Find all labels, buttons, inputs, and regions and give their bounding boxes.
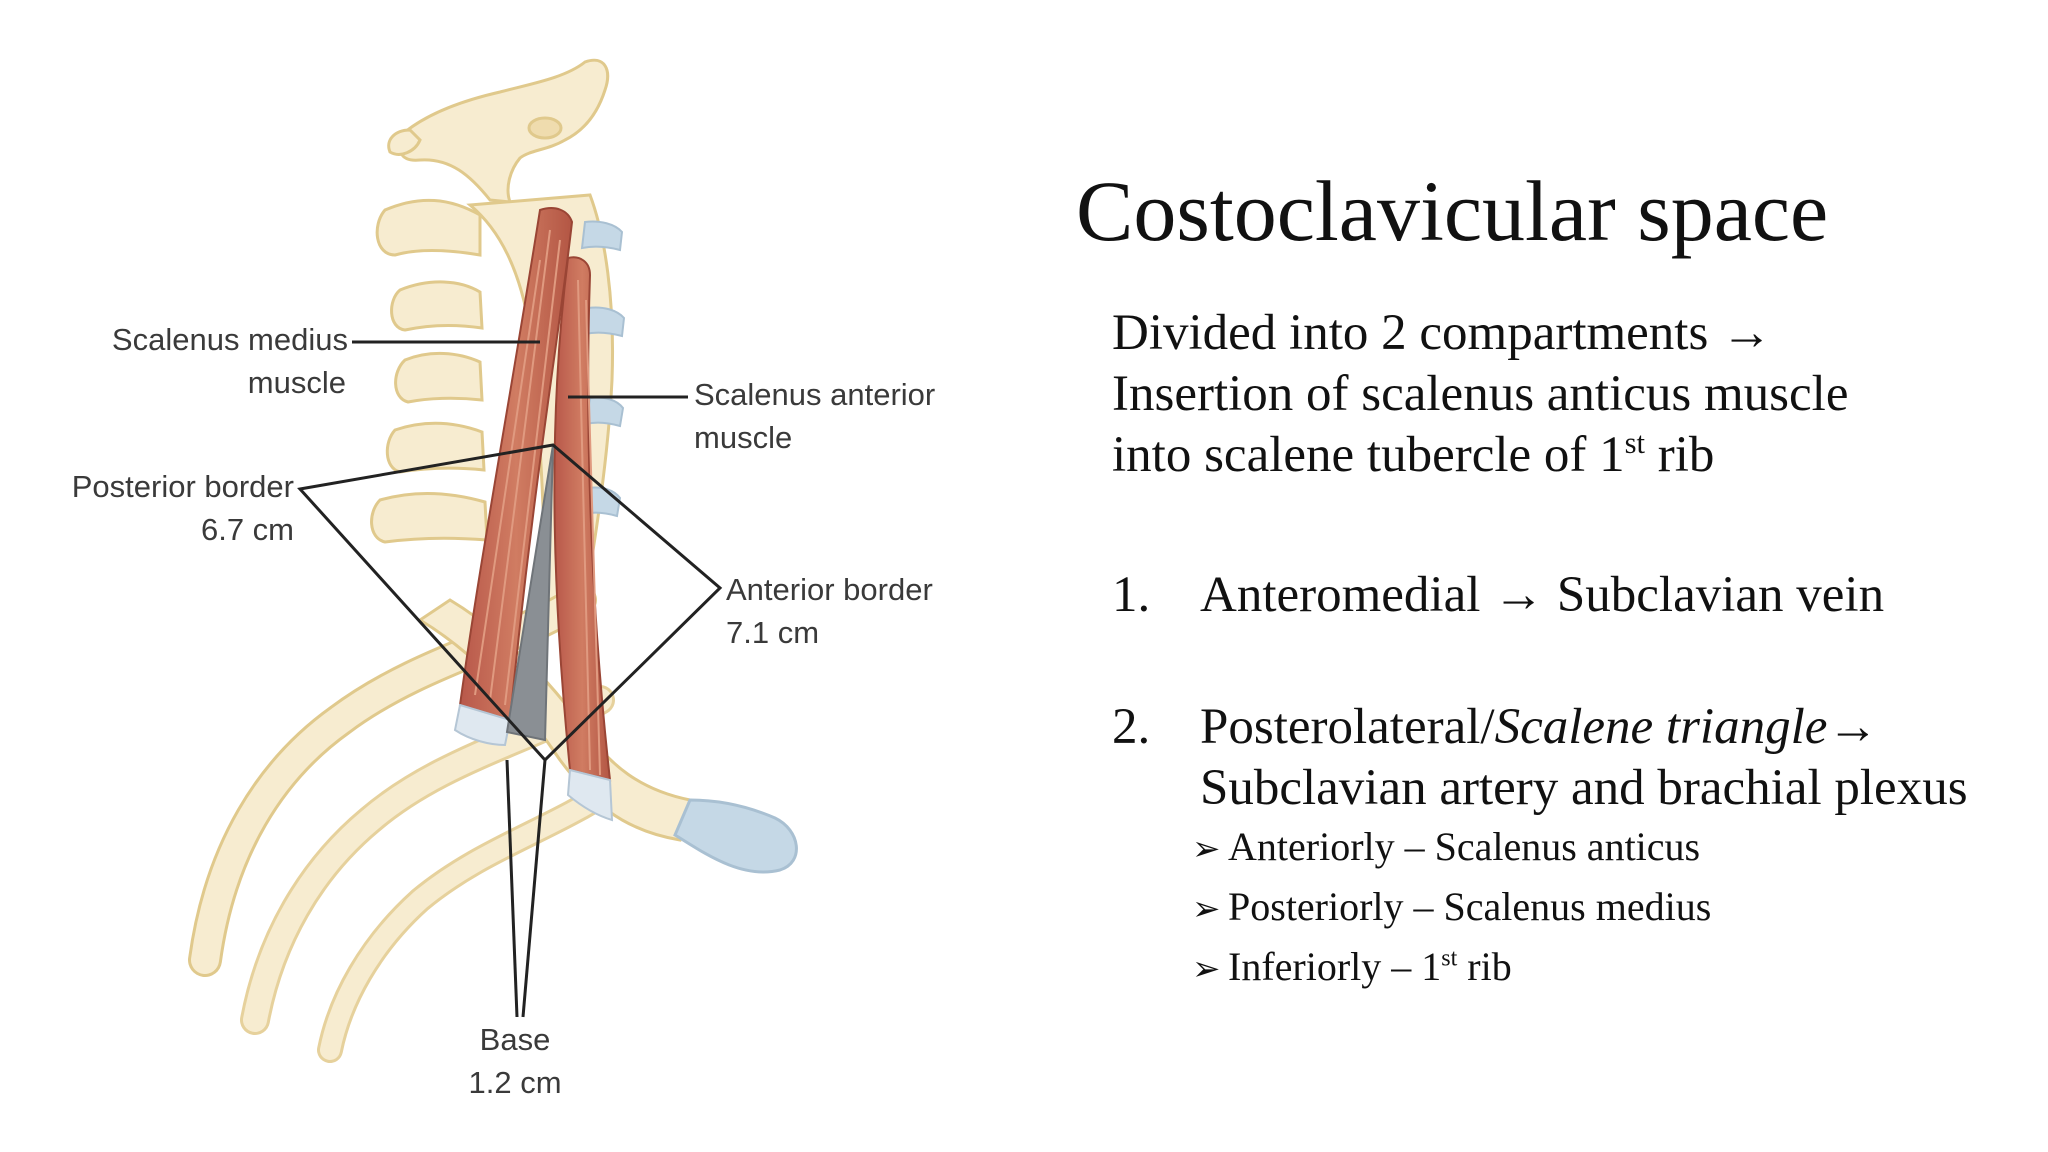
list-item-text-end: rib (1457, 944, 1512, 989)
arrow-bullet-icon: ➢ (1192, 951, 1221, 988)
intro-line-3: into scalene tubercle of 1st rib (1112, 425, 1848, 486)
superscript: st (1441, 945, 1458, 972)
compartment-contents: Subclavian artery and brachial plexus (1200, 760, 1968, 816)
scalenus-anterior-label: Scalenus anterior (694, 377, 935, 412)
intro-line-2: Insertion of scalenus anticus muscle (1112, 366, 1849, 422)
arrow-icon: → (1827, 699, 1879, 755)
compartment-contents: Subclavian vein (1556, 567, 1885, 623)
list-item: ➢Posteriorly – Scalenus medius (1192, 878, 1711, 938)
intro-line-1: Divided into 2 compartments → (1112, 303, 1848, 364)
list-item-posterolateral: 2. Posterolateral/Scalene triangle→ Subcl… (1112, 697, 2012, 819)
posterior-border-label: Posterior border (72, 469, 294, 504)
scalenus-medius-label-2: muscle (248, 365, 346, 400)
intro-line-1-text: Divided into 2 compartments (1112, 305, 1709, 361)
arrow-icon: → (1493, 567, 1545, 623)
posterior-border-length: 6.7 cm (201, 512, 294, 547)
scalene-triangle-shape (505, 444, 554, 742)
intro-text: Divided into 2 compartments → Insertion … (1112, 303, 1848, 486)
intro-line-3-end: rib (1645, 427, 1715, 483)
scalenus-anterior-muscle-shape (553, 256, 612, 782)
list-item-anteromedial: 1. Anteromedial → Subclavian vein (1112, 565, 2012, 626)
scalenus-anterior-label-2: muscle (694, 420, 792, 455)
arrow-bullet-icon: ➢ (1192, 891, 1221, 928)
anterior-border-label: Anterior border (726, 572, 933, 607)
list-number: 1. (1112, 567, 1151, 623)
tendons (453, 703, 614, 822)
intervertebral-discs (580, 220, 626, 518)
leader-lines (297, 340, 723, 1018)
list-item-text: Posteriorly – Scalenus medius (1228, 884, 1712, 929)
anterior-border-length: 7.1 cm (726, 615, 819, 650)
compartment-name: Anteromedial (1200, 567, 1481, 623)
list-item-text: Anteriorly – Scalenus anticus (1228, 824, 1701, 869)
base-label: Base (480, 1022, 551, 1057)
list-item: ➢Anteriorly – Scalenus anticus (1192, 818, 1711, 878)
list-number: 2. (1112, 699, 1151, 755)
scalenus-medius-muscle-shape (458, 207, 574, 722)
list-item: ➢Inferiorly – 1st rib (1192, 938, 1711, 998)
compartment-name: Posterolateral/ (1200, 699, 1495, 755)
arrow-icon: → (1721, 305, 1773, 361)
compartment-name-italic: Scalene triangle (1494, 699, 1828, 755)
triangle-boundaries-list: ➢Anteriorly – Scalenus anticus ➢Posterio… (1192, 818, 1711, 998)
scalenus-medius-label: Scalenus medius (112, 322, 348, 357)
anatomy-diagram: Scalenus medius muscle Scalenus anterior… (72, 58, 935, 1100)
ribs (188, 583, 623, 1063)
intro-line-3-text: into scalene tubercle of 1 (1112, 427, 1625, 483)
superscript: st (1624, 426, 1646, 460)
base-length: 1.2 cm (468, 1065, 561, 1100)
list-item-text: Inferiorly – 1 (1228, 944, 1442, 989)
slide-title: Costoclavicular space (1076, 163, 1829, 259)
arrow-bullet-icon: ➢ (1192, 831, 1221, 868)
